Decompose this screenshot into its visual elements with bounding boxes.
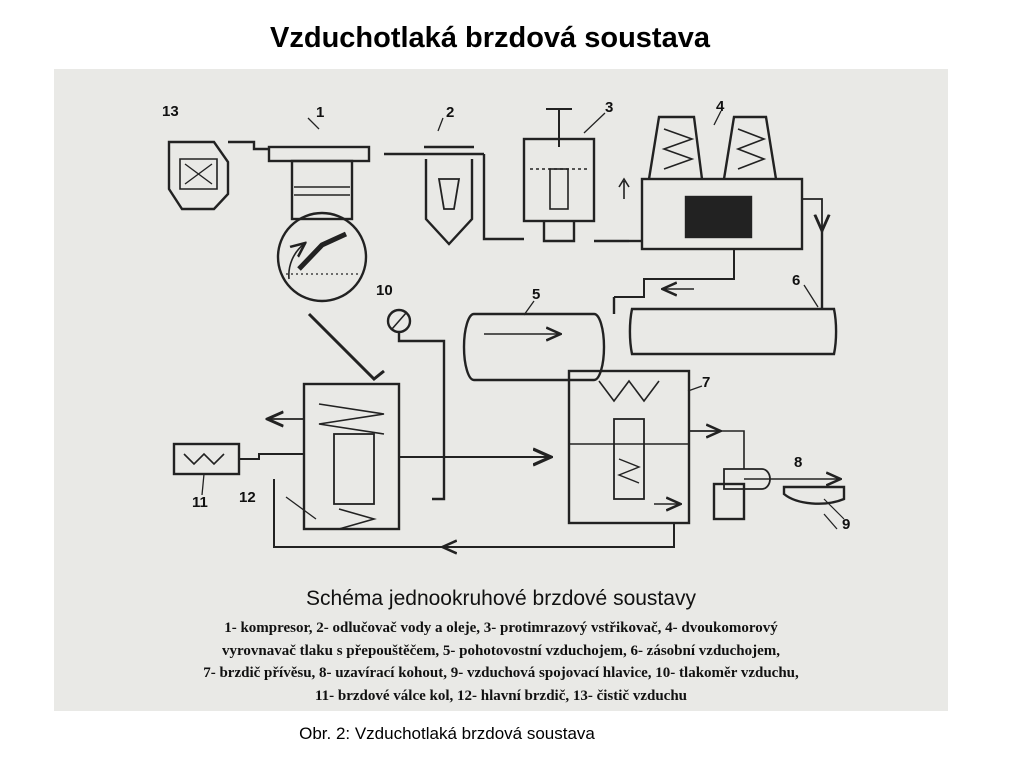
antifreeze-injector-3 (504, 108, 629, 243)
number-12: 12 (239, 489, 256, 506)
wheel-cylinder-11 (172, 442, 241, 476)
number-9: 9 (842, 516, 850, 533)
number-5: 5 (532, 286, 540, 303)
scanned-diagram: 13 1 2 3 4 10 5 6 7 8 11 12 9 Schéma jed… (54, 69, 948, 711)
main-reservoir-6 (628, 229, 838, 356)
legend-line: 1- kompresor, 2- odlučovač vody a oleje,… (224, 620, 778, 636)
component-numbers: 13 1 2 3 4 10 5 6 7 8 11 12 9 (162, 98, 850, 533)
pressure-regulator-4 (614, 115, 822, 298)
compressor-1 (267, 145, 371, 303)
number-1: 1 (316, 104, 324, 121)
number-3: 3 (605, 99, 613, 116)
legend-line: 7- brzdič přívěsu, 8- uzavírací kohout, … (203, 665, 799, 681)
number-7: 7 (702, 374, 710, 391)
number-13: 13 (162, 103, 179, 120)
number-10: 10 (376, 282, 393, 299)
trailer-brake-valve-7 (567, 369, 719, 525)
separator-2 (384, 145, 504, 246)
number-6: 6 (792, 272, 800, 289)
brake-system-schematic: 13 1 2 3 4 10 5 6 7 8 11 12 9 (162, 98, 850, 711)
figure-caption: Obr. 2: Vzduchotlaká brzdová soustava (299, 724, 595, 743)
number-4: 4 (716, 98, 725, 115)
leader-lines (201, 110, 838, 530)
shutoff-cock-8 (689, 430, 839, 521)
main-brake-valve-12 (239, 312, 549, 531)
standby-reservoir-5 (462, 297, 616, 382)
scheme-title: Schéma jednookruhové brzdové soustavy (306, 587, 696, 610)
legend: 1- kompresor, 2- odlučovač vody a oleje,… (54, 617, 948, 707)
legend-line: vyrovnavač tlaku s přepouštěčem, 5- poho… (221, 642, 781, 659)
slide-title: Vzduchotlaká brzdová soustava (270, 22, 710, 54)
coupling-head-9 (782, 485, 846, 520)
number-11: 11 (192, 494, 208, 511)
number-8: 8 (794, 454, 802, 471)
pressure-gauge-10 (386, 308, 446, 501)
legend-line: 11- brzdové válce kol, 12- hlavní brzdič… (314, 687, 688, 704)
number-2: 2 (446, 104, 454, 121)
air-filter-13 (167, 140, 269, 211)
